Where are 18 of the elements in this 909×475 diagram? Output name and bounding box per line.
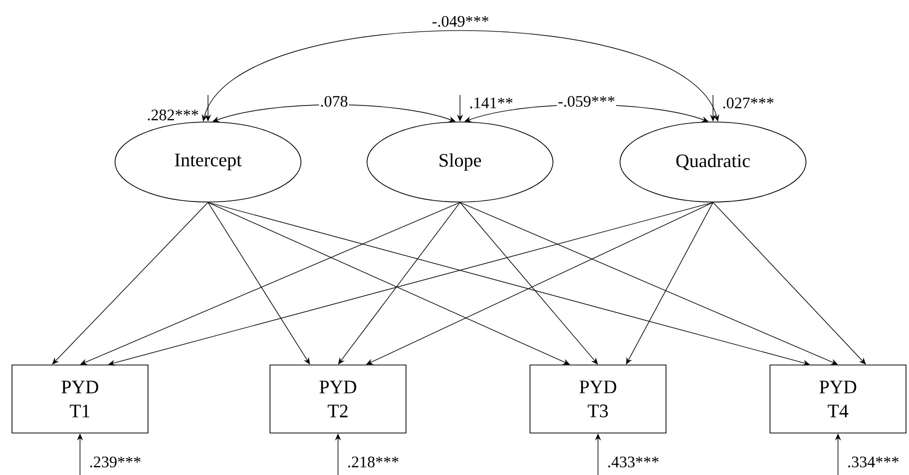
arrow	[460, 202, 838, 365]
observed-box: PYD T1	[12, 364, 148, 434]
edge-label: -.049***	[430, 14, 490, 28]
arrow	[366, 202, 714, 365]
arrow	[80, 202, 460, 365]
arrow	[208, 202, 570, 365]
edge-label: .282***	[146, 108, 200, 122]
edge-label: .239***	[88, 456, 142, 468]
observed-box: PYD T4	[770, 364, 906, 434]
edge-label: .027***	[721, 96, 776, 110]
edge-label: .433***	[606, 456, 660, 468]
edge-label: -.059***	[556, 94, 616, 108]
edge-label: .334***	[846, 456, 900, 468]
observed-box: PYD T3	[530, 364, 666, 434]
observed-box: PYD T2	[270, 364, 406, 434]
edge-label: .141**	[468, 96, 514, 110]
edge-label: .078	[319, 94, 349, 108]
edge-label: .218***	[346, 456, 400, 468]
